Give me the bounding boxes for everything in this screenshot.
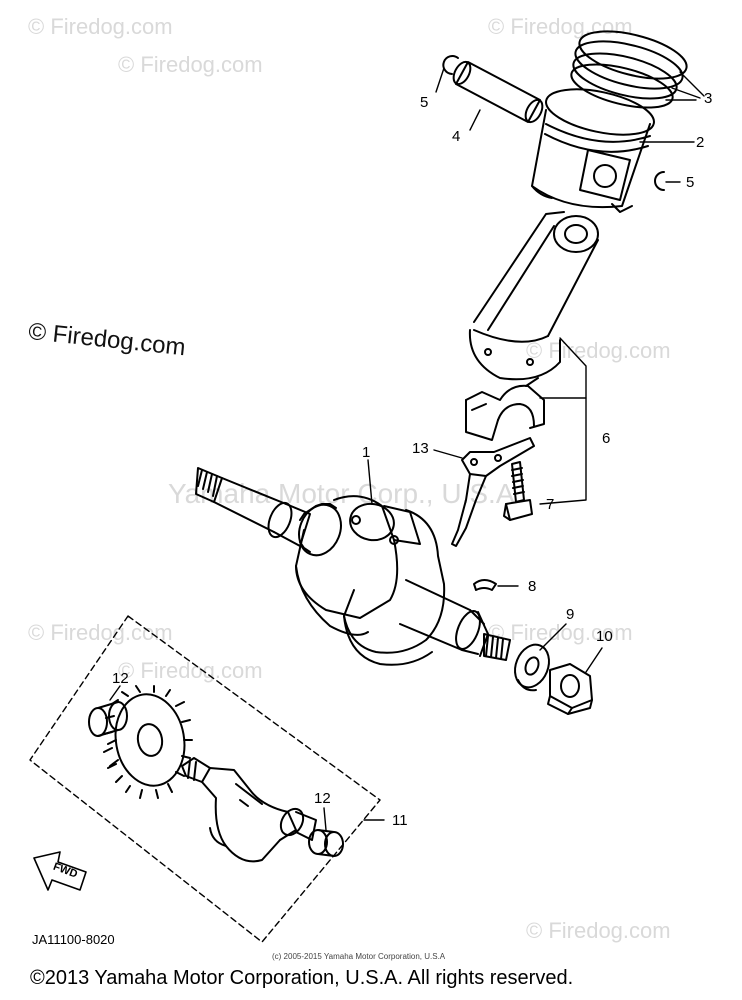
piston <box>531 88 655 213</box>
watermark-top-center: © Firedog.com <box>118 52 263 77</box>
nut <box>547 663 593 715</box>
woodruff-key <box>473 579 497 591</box>
callout-4: 4 <box>452 128 461 145</box>
callout-12-upper: 12 <box>112 670 129 687</box>
callout-6: 6 <box>602 430 611 447</box>
balancer-assembly-outline <box>29 615 381 943</box>
watermark-bottom-right: © Firedog.com <box>526 918 671 943</box>
circlip-right <box>654 171 665 191</box>
fwd-label: FWD <box>51 861 79 881</box>
crankshaft <box>195 467 511 666</box>
copyright-notice: ©2013 Yamaha Motor Corporation, U.S.A. A… <box>30 967 574 989</box>
bearing-upper <box>88 701 128 737</box>
callout-13: 13 <box>412 440 429 457</box>
watermark-left-low: © Firedog.com <box>28 620 173 645</box>
watermark-center-low: © Firedog.com <box>118 658 263 683</box>
balancer-gear <box>103 685 193 799</box>
piston-rings <box>570 30 688 109</box>
callout-10: 10 <box>596 628 613 645</box>
leader-lines <box>109 67 705 831</box>
rod-cap <box>465 377 545 441</box>
watermark-right-low: © Firedog.com <box>488 620 633 645</box>
connecting-rod <box>468 211 599 381</box>
balancer-shaft <box>181 757 317 863</box>
rod-bolt <box>503 461 533 521</box>
small-copyright: (c) 2005-2015 Yamaha Motor Corporation, … <box>272 952 446 961</box>
callout-5-top: 5 <box>420 94 429 111</box>
washer <box>514 643 550 692</box>
callout-5-right: 5 <box>686 174 695 191</box>
callout-3: 3 <box>704 90 713 107</box>
callout-2: 2 <box>696 134 705 151</box>
piston-pin <box>452 60 544 124</box>
callout-11: 11 <box>392 812 408 829</box>
watermark-top-right: © Firedog.com <box>488 14 633 39</box>
lock-washer <box>451 437 535 547</box>
fwd-arrow-icon <box>33 851 87 891</box>
callout-8: 8 <box>528 578 537 595</box>
circlip-top <box>442 55 459 75</box>
watermark-center: Yamaha Motor Corp., U.S.A. <box>168 478 523 509</box>
callout-1: 1 <box>362 444 371 461</box>
callout-7: 7 <box>546 496 555 513</box>
watermark-right-mid: © Firedog.com <box>526 338 671 363</box>
diagram-code: JA11100-8020 <box>32 932 115 947</box>
callout-9: 9 <box>566 606 575 623</box>
watermark-top-left: © Firedog.com <box>28 14 173 39</box>
bearing-lower <box>308 829 344 857</box>
callout-12-lower: 12 <box>314 790 331 807</box>
